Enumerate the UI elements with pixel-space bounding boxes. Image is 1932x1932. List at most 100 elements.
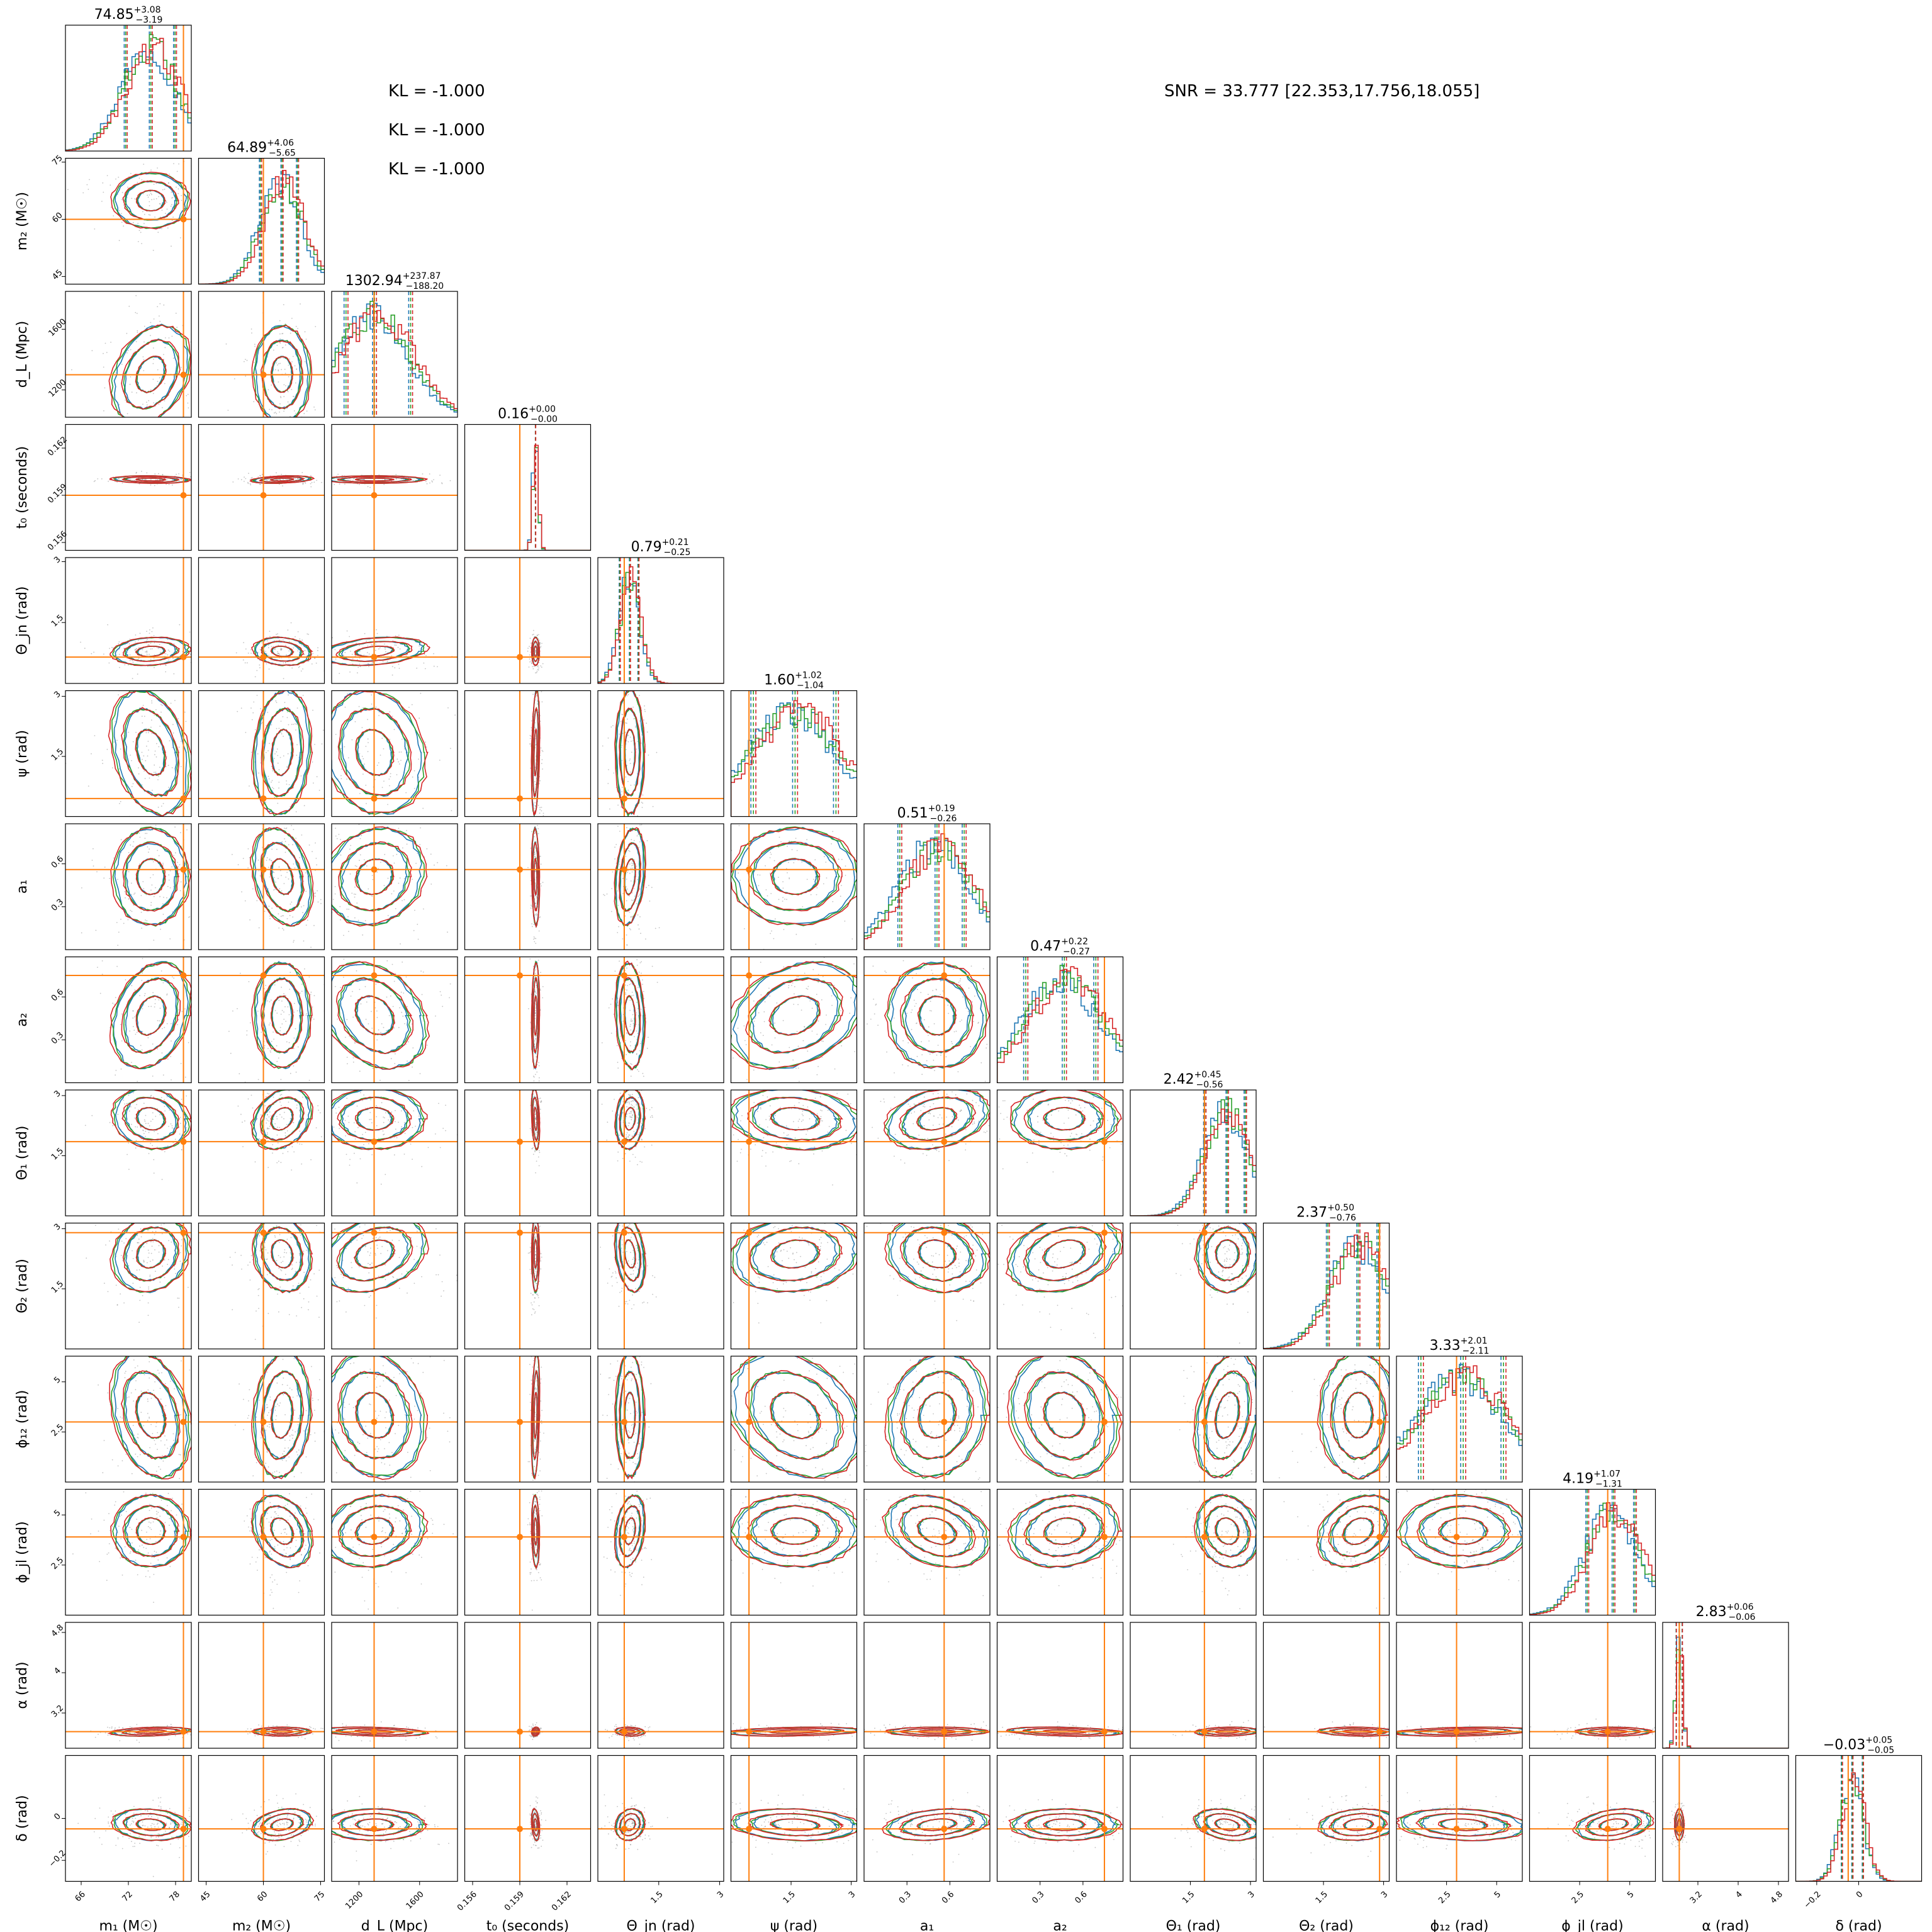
sample-point <box>621 746 622 748</box>
sample-point <box>384 479 385 480</box>
sample-point <box>153 965 155 967</box>
sample-point <box>316 864 318 866</box>
sample-point <box>629 984 631 986</box>
sample-point <box>362 773 364 775</box>
sample-point <box>630 1024 631 1025</box>
sample-point <box>143 223 145 225</box>
sample-point <box>196 345 197 346</box>
sample-point <box>149 205 150 206</box>
sample-point <box>108 426 109 427</box>
sample-point <box>487 933 488 935</box>
panel-frame <box>65 25 192 152</box>
sample-point <box>268 1024 270 1026</box>
contour-series-0 <box>262 707 301 797</box>
panel-frame <box>331 1089 458 1216</box>
sample-point <box>872 846 873 848</box>
sample-point <box>150 389 152 391</box>
sample-point <box>636 1011 637 1013</box>
sample-point <box>237 1105 239 1107</box>
sample-point <box>103 877 105 879</box>
contour-series-2 <box>533 995 538 1036</box>
panel-frame <box>730 956 858 1084</box>
sample-point <box>296 755 298 756</box>
sample-point <box>356 643 357 644</box>
sample-point <box>254 729 256 731</box>
sample-point <box>171 1079 172 1081</box>
sample-point <box>312 653 314 654</box>
sample-point <box>859 826 860 828</box>
sample-point <box>799 997 800 999</box>
contour-series-2 <box>261 978 304 1053</box>
sample-point <box>294 478 296 480</box>
sample-point <box>627 741 629 743</box>
sample-point <box>912 977 913 979</box>
sample-point <box>982 968 984 970</box>
sample-point <box>869 879 870 880</box>
sample-point <box>284 662 286 663</box>
sample-point <box>651 965 653 967</box>
sample-point <box>267 1000 268 1002</box>
sample-point <box>329 653 330 654</box>
sample-point <box>527 650 529 652</box>
y-axis-label-7: a₂ <box>14 1013 30 1026</box>
sample-point <box>539 1077 540 1079</box>
sample-point <box>626 782 627 783</box>
sample-point <box>532 926 533 928</box>
sample-point <box>617 932 619 933</box>
contour-series-2 <box>531 636 541 666</box>
sample-point <box>344 652 346 653</box>
sample-point <box>343 935 344 936</box>
panel-frame <box>597 956 724 1084</box>
sample-point <box>390 776 391 777</box>
sample-point <box>283 357 284 359</box>
sample-point <box>143 770 145 772</box>
panel-frame <box>863 956 991 1084</box>
sample-point <box>232 481 234 483</box>
sample-point <box>320 774 322 775</box>
sample-point <box>439 760 441 761</box>
sample-point <box>153 358 154 360</box>
sample-point <box>429 473 430 475</box>
sample-point <box>364 632 366 634</box>
sample-point <box>135 963 137 964</box>
sample-point <box>202 176 203 177</box>
sample-point <box>189 476 191 478</box>
sample-point <box>421 994 423 996</box>
sample-point <box>845 875 846 876</box>
sample-point <box>157 232 159 233</box>
sample-point <box>327 869 328 870</box>
sample-point <box>401 946 402 947</box>
sample-point <box>765 889 767 890</box>
sample-point <box>252 1083 254 1084</box>
sample-point <box>878 1029 879 1030</box>
sample-point <box>420 648 421 650</box>
sample-point <box>303 940 305 942</box>
sample-point <box>300 775 302 777</box>
contour-series-2 <box>110 1090 191 1150</box>
sample-point <box>826 877 828 879</box>
sample-point <box>86 184 88 186</box>
sample-point <box>627 870 629 872</box>
sample-point <box>352 1061 354 1063</box>
sample-point <box>291 724 293 725</box>
sample-point <box>146 745 147 747</box>
sample-point <box>367 719 368 721</box>
sample-point <box>125 399 126 401</box>
sample-point <box>134 989 136 991</box>
sample-point <box>344 1120 346 1121</box>
sample-point <box>281 733 283 734</box>
sample-point <box>625 992 626 994</box>
sample-point <box>354 896 356 898</box>
sample-point <box>273 877 275 879</box>
sample-point <box>465 968 466 969</box>
sample-point <box>385 1174 386 1176</box>
sample-point <box>288 724 289 726</box>
contour-series-1 <box>901 977 972 1053</box>
sample-point <box>310 486 312 488</box>
sample-point <box>251 719 253 721</box>
contour-series-2 <box>135 189 167 211</box>
sample-point <box>794 953 795 955</box>
sample-point <box>301 1163 303 1165</box>
sample-point <box>620 721 622 722</box>
sample-point <box>269 631 271 632</box>
